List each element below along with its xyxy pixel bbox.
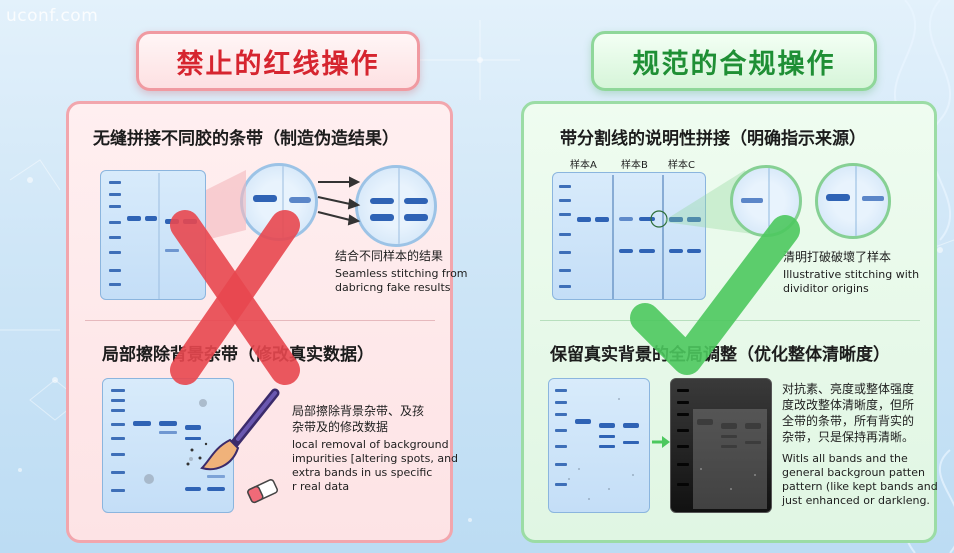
zoom-circle-right bbox=[355, 165, 437, 247]
adjust-caption-en-2: general backgroun patten bbox=[782, 466, 925, 479]
adjust-caption-en-4: just enhanced or darkleng. bbox=[782, 494, 930, 507]
adjust-caption-cn-1: 对抗素、亮度或整体强度 bbox=[782, 382, 915, 396]
adjust-caption-cn-3: 全带的条带，所有背实的 bbox=[782, 414, 915, 428]
lane-label-b: 样本B bbox=[621, 160, 648, 171]
adjust-caption-cn-4: 杂带，只是保持再清晰。 bbox=[782, 430, 915, 444]
stitched-gel-image bbox=[100, 170, 206, 300]
illustrative-caption-cn: 清明打破破壞了样本 bbox=[783, 250, 892, 264]
watermark: uconf.com bbox=[6, 6, 99, 26]
lane-label-a: 样本A bbox=[570, 160, 597, 171]
left-divider bbox=[85, 320, 435, 321]
erase-caption-en-4: r real data bbox=[292, 480, 350, 493]
erase-caption-cn-2: 杂带及的修改数据 bbox=[292, 420, 389, 434]
original-gel-image bbox=[548, 378, 650, 513]
divided-gel-image bbox=[552, 172, 706, 300]
adjust-caption-cn-2: 度改改整体清晰度，但所 bbox=[782, 398, 915, 412]
seamless-stitch-title: 无缝拼接不同胶的条带（制造伪造结果） bbox=[93, 129, 399, 149]
zoom-circle-divider-a bbox=[730, 165, 802, 237]
compliant-banner: 规范的合规操作 bbox=[591, 31, 877, 91]
seamless-caption-cn: 结合不同样本的结果 bbox=[335, 249, 444, 263]
adjust-caption-en-3: pattern (like kept bands and bbox=[782, 480, 938, 493]
lane-label-c: 样本C bbox=[668, 160, 695, 171]
seamless-caption-en-2: dabricng fake results bbox=[335, 281, 451, 294]
illustrative-stitch-title: 带分割线的说明性拼接（明确指示来源） bbox=[560, 129, 866, 149]
zoom-circle-left bbox=[240, 163, 318, 241]
erase-caption-cn-1: 局部擦除背景杂带、及孩 bbox=[292, 404, 425, 418]
illustrative-caption-en-1: Illustrative stitching with bbox=[783, 268, 920, 281]
enhanced-gel-image bbox=[670, 378, 772, 513]
illustrative-caption-en-2: dividitor origins bbox=[783, 282, 869, 295]
zoom-circle-divider-b bbox=[815, 163, 891, 239]
seamless-caption-en-1: Seamless stitching from bbox=[335, 267, 468, 280]
prohibited-banner: 禁止的红线操作 bbox=[136, 31, 420, 91]
erase-caption-en-2: impurities [altering spots, and bbox=[292, 452, 459, 465]
right-divider bbox=[540, 320, 920, 321]
adjust-caption-en-1: Witls all bands and the bbox=[782, 452, 908, 465]
global-adjust-title: 保留真实背景的全局调整（优化整体清晰度） bbox=[550, 345, 890, 365]
erase-caption-en-3: extra bands in us specific bbox=[292, 466, 433, 479]
erased-gel-image bbox=[102, 378, 234, 513]
erase-caption-en-1: local removal of background bbox=[292, 438, 449, 451]
local-erase-title: 局部擦除背景杂带（修改真实数据） bbox=[102, 345, 374, 365]
